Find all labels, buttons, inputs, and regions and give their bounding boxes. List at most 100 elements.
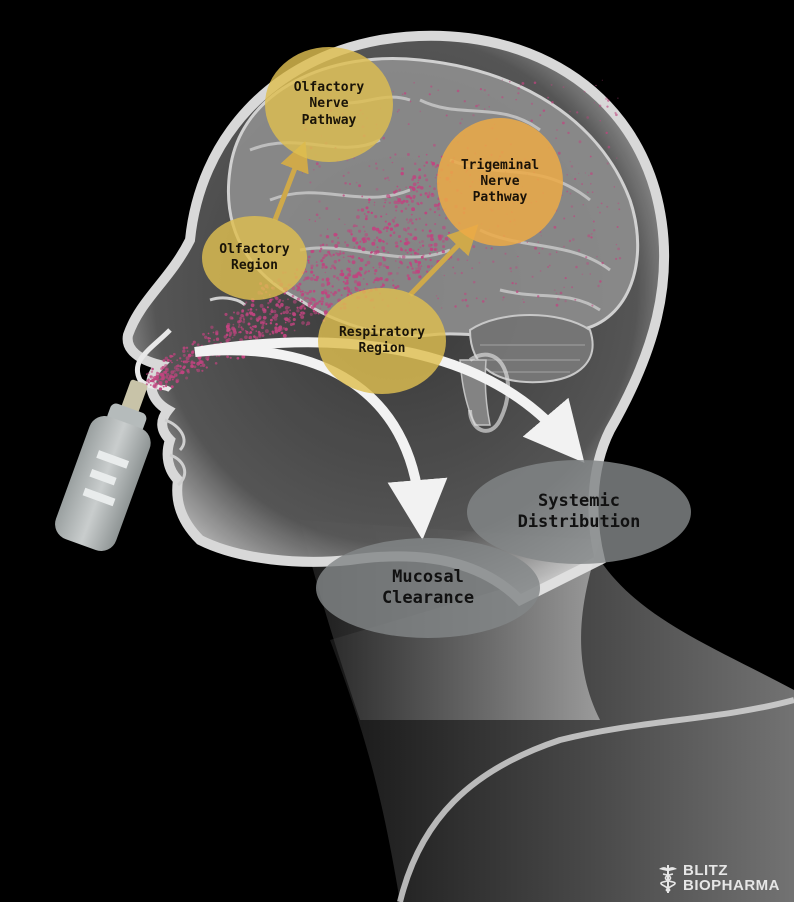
spray-particle: [382, 240, 385, 243]
brain-particle: [570, 165, 574, 168]
spray-particle: [161, 374, 165, 377]
spray-particle: [371, 226, 376, 231]
brain-particle: [615, 257, 618, 260]
brain-particle: [318, 165, 321, 168]
brain-particle: [613, 186, 615, 188]
spray-particle: [315, 275, 320, 280]
spray-particle: [367, 270, 370, 273]
spray-particle: [365, 206, 369, 210]
spray-particle: [244, 335, 248, 340]
spray-particle: [182, 349, 186, 353]
spray-particle: [170, 370, 175, 375]
brain-particle: [428, 93, 431, 96]
spray-particle: [353, 279, 358, 284]
spray-particle: [307, 259, 310, 262]
spray-particle: [312, 274, 315, 277]
spray-particle: [383, 226, 387, 229]
spray-particle: [243, 318, 246, 321]
brain-particle: [564, 277, 567, 280]
spray-particle: [418, 168, 422, 172]
brain-particle: [471, 267, 474, 270]
spray-particle: [299, 291, 302, 293]
spray-particle: [266, 306, 269, 309]
spray-particle: [320, 247, 323, 250]
spray-particle: [271, 298, 274, 301]
brain-particle: [514, 282, 517, 285]
brain-particle: [548, 252, 552, 256]
brain-particle: [576, 111, 579, 114]
brain-particle: [616, 225, 619, 229]
spray-particle: [369, 251, 373, 254]
spray-particle: [207, 340, 211, 343]
spray-particle: [162, 359, 166, 362]
spray-particle: [417, 179, 420, 182]
brain-particle: [460, 271, 463, 275]
brain-particle: [540, 235, 542, 237]
brain-particle: [581, 183, 584, 185]
spray-particle: [346, 287, 350, 291]
spray-particle: [424, 211, 428, 215]
brain-particle: [511, 281, 514, 285]
spray-particle: [240, 313, 244, 318]
spray-particle: [448, 231, 450, 234]
logo-line-2: BIOPHARMA: [683, 877, 780, 894]
brain-particle: [384, 198, 387, 202]
spray-particle: [278, 325, 283, 330]
olfactory-region-node: Olfactory Region: [202, 216, 307, 300]
spray-particle: [296, 306, 299, 309]
brain-particle: [355, 273, 358, 276]
spray-particle: [284, 327, 288, 331]
spray-particle: [247, 308, 250, 312]
spray-particle: [332, 274, 336, 278]
spray-particle: [164, 363, 168, 368]
spray-particle: [249, 317, 253, 320]
spray-particle: [212, 331, 215, 334]
brain-particle: [566, 190, 569, 193]
spray-particle: [226, 327, 231, 332]
spray-particle: [429, 208, 432, 211]
spray-particle: [201, 363, 206, 368]
brain-particle: [469, 241, 473, 245]
brain-particle: [531, 275, 534, 278]
spray-particle: [315, 264, 319, 267]
spray-particle: [158, 380, 162, 385]
brain-particle: [571, 238, 575, 241]
spray-particle: [280, 312, 283, 315]
spray-particle: [327, 250, 331, 254]
spray-particle: [378, 238, 382, 243]
brain-particle: [590, 183, 592, 185]
spray-particle: [205, 366, 208, 369]
spray-particle: [404, 249, 407, 252]
spray-particle: [385, 226, 389, 230]
spray-particle: [207, 337, 210, 340]
spray-particle: [233, 311, 235, 314]
spray-particle: [246, 313, 249, 316]
spray-particle: [223, 335, 228, 339]
brain-particle: [409, 100, 412, 103]
spray-particle: [376, 250, 381, 254]
brain-particle: [461, 118, 463, 120]
spray-particle: [412, 187, 416, 192]
systemic-distribution-node: Systemic Distribution: [467, 460, 691, 564]
spray-particle: [229, 335, 231, 337]
spray-particle: [318, 249, 322, 253]
spray-particle: [384, 279, 387, 282]
spray-particle: [325, 303, 328, 306]
spray-particle: [414, 228, 417, 231]
brain-particle: [481, 300, 485, 303]
brain-particle: [419, 246, 422, 249]
spray-particle: [352, 237, 355, 240]
spray-particle: [417, 248, 420, 251]
brain-particle: [318, 217, 321, 219]
brain-particle: [375, 162, 378, 165]
brain-particle: [537, 241, 539, 243]
spray-particle: [165, 375, 169, 379]
spray-particle: [312, 289, 316, 293]
spray-particle: [365, 214, 368, 218]
brain-particle: [344, 181, 347, 185]
spray-particle: [255, 330, 258, 332]
brain-particle: [472, 114, 475, 117]
eye: [209, 296, 247, 307]
brain-particle: [599, 280, 602, 283]
